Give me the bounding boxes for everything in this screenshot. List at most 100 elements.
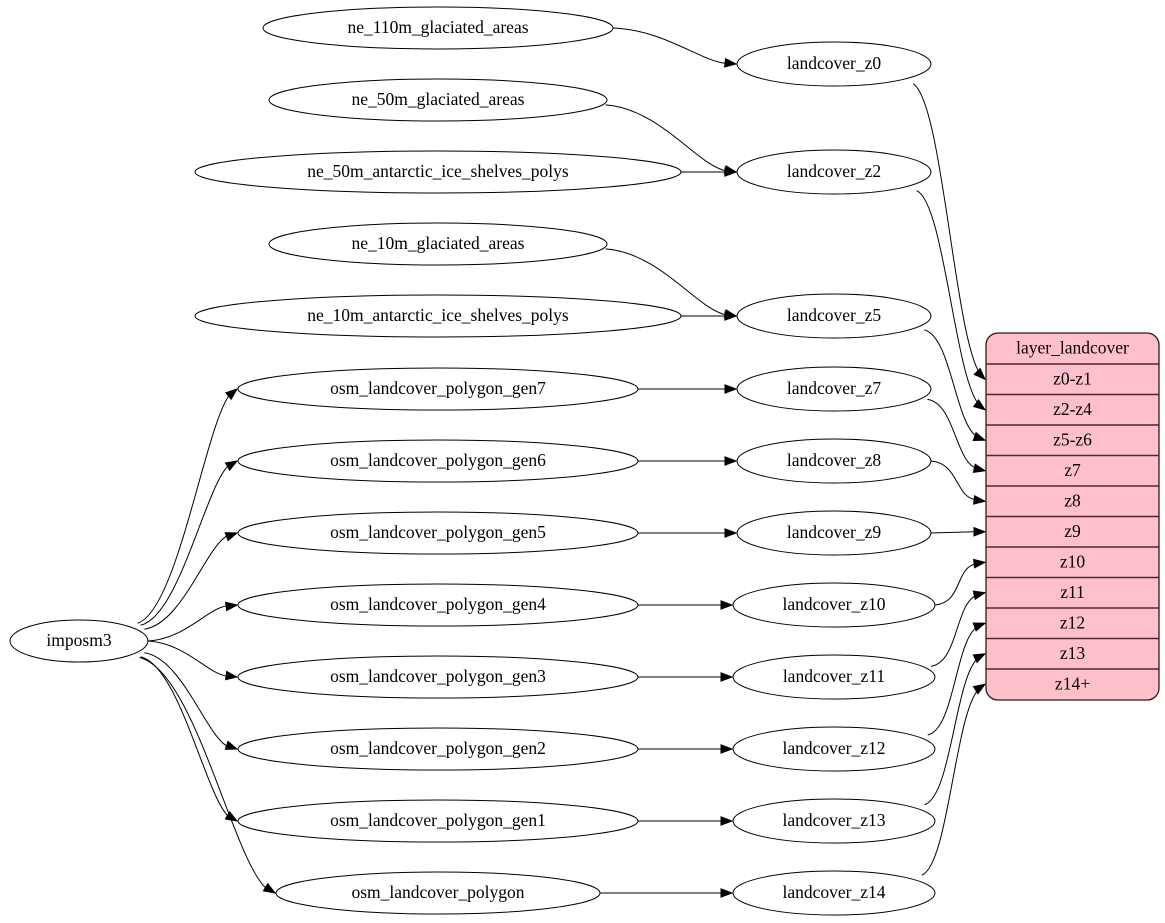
edge-lc_z7-to-z7 bbox=[927, 398, 979, 470]
source-node-ne50_ice[interactable]: ne_50m_antarctic_ice_shelves_polys bbox=[194, 150, 682, 194]
edge-arrowhead bbox=[224, 740, 239, 750]
nodes-layer: imposm3 ne_110m_glaciated_areas ne_50m_gla… bbox=[9, 6, 936, 916]
middle-node-lc_z2[interactable]: landcover_z2 bbox=[736, 149, 932, 195]
middle-node-lc_z5[interactable]: landcover_z5 bbox=[736, 293, 932, 339]
edge-arrowhead bbox=[224, 670, 239, 681]
node-shape-ne50_ice bbox=[194, 150, 682, 194]
record-row-z11[interactable] bbox=[986, 578, 1159, 609]
edge-arrowhead bbox=[972, 398, 987, 411]
record-row-label-z0z1[interactable]: z0-z1 bbox=[1053, 368, 1092, 388]
edge-arrowhead bbox=[972, 653, 987, 664]
edge-imposm3-to-osm_gen5 bbox=[144, 534, 230, 630]
edge-lc_z13-to-z13 bbox=[924, 655, 982, 806]
node-shape-lc_z14 bbox=[732, 870, 936, 916]
record-row-label-z7[interactable]: z7 bbox=[1064, 460, 1081, 480]
source-node-ne10_ice[interactable]: ne_10m_antarctic_ice_shelves_polys bbox=[194, 294, 682, 338]
node-label-osm_gen7: osm_landcover_polygon_gen7 bbox=[330, 378, 546, 398]
node-label-ne50_gl: ne_50m_glaciated_areas bbox=[352, 89, 525, 109]
edge-imposm3-to-osm_poly bbox=[139, 657, 270, 892]
source-node-osm_gen5[interactable]: osm_landcover_polygon_gen5 bbox=[237, 511, 639, 555]
edge-imposm3-to-osm_gen3 bbox=[147, 640, 227, 677]
node-shape-lc_z8 bbox=[736, 438, 932, 484]
source-node-ne10_gl[interactable]: ne_10m_glaciated_areas bbox=[268, 222, 608, 266]
source-node-osm_gen3[interactable]: osm_landcover_polygon_gen3 bbox=[237, 655, 639, 699]
edge-imposm3-to-osm_gen2 bbox=[144, 652, 230, 748]
record-row-z14p[interactable] bbox=[986, 669, 1159, 700]
edge-arrowhead bbox=[972, 494, 987, 505]
record-row-z8[interactable] bbox=[986, 486, 1159, 517]
record-row-label-z9[interactable]: z9 bbox=[1064, 521, 1081, 541]
record-row-z9[interactable] bbox=[986, 517, 1159, 548]
edge-lc_z5-to-z5z6 bbox=[924, 329, 980, 439]
node-shape-ne10_gl bbox=[268, 222, 608, 266]
node-shape-osm_gen2 bbox=[237, 727, 639, 771]
edge-arrowhead bbox=[972, 622, 987, 632]
middle-node-lc_z13[interactable]: landcover_z13 bbox=[732, 798, 936, 844]
edge-ne50_gl-to-lc_z2 bbox=[605, 104, 727, 172]
edge-lc_z0-to-z0z1 bbox=[912, 83, 983, 378]
middle-node-lc_z11[interactable]: landcover_z11 bbox=[732, 654, 936, 700]
node-shape-osm_gen5 bbox=[237, 511, 639, 555]
node-label-lc_z14: landcover_z14 bbox=[782, 882, 885, 902]
edge-arrowhead bbox=[720, 888, 734, 898]
record-row-label-z10[interactable]: z10 bbox=[1060, 551, 1086, 571]
node-label-lc_z10: landcover_z10 bbox=[782, 594, 885, 614]
edge-arrowhead bbox=[724, 167, 738, 177]
record-row-z13[interactable] bbox=[986, 639, 1159, 670]
middle-node-lc_z7[interactable]: landcover_z7 bbox=[736, 366, 932, 412]
edge-lc_z11-to-z11 bbox=[931, 594, 979, 667]
source-node-osm_gen2[interactable]: osm_landcover_polygon_gen2 bbox=[237, 727, 639, 771]
source-node-osm_gen7[interactable]: osm_landcover_polygon_gen7 bbox=[237, 367, 639, 411]
record-row-label-z8[interactable]: z8 bbox=[1064, 490, 1081, 510]
node-label-ne50_ice: ne_50m_antarctic_ice_shelves_polys bbox=[307, 161, 569, 181]
node-label-imposm3: imposm3 bbox=[46, 630, 111, 650]
middle-node-lc_z12[interactable]: landcover_z12 bbox=[732, 726, 936, 772]
node-shape-lc_z0 bbox=[736, 41, 932, 87]
record-table-layer_landcover[interactable]: layer_landcover z0-z1 z2-z4 z5-z6 z7 z8 z9 z10 z… bbox=[985, 332, 1160, 701]
record-row-label-z5z6[interactable]: z5-z6 bbox=[1053, 429, 1092, 449]
node-label-lc_z11: landcover_z11 bbox=[783, 666, 885, 686]
record-row-z12[interactable] bbox=[986, 608, 1159, 639]
middle-node-lc_z14[interactable]: landcover_z14 bbox=[732, 870, 936, 916]
source-node-osm_poly[interactable]: osm_landcover_polygon bbox=[275, 871, 601, 915]
record-row-z10[interactable] bbox=[986, 547, 1159, 578]
node-label-osm_gen3: osm_landcover_polygon_gen3 bbox=[330, 666, 546, 686]
edge-ne10_gl-to-lc_z5 bbox=[605, 248, 727, 316]
node-shape-lc_z12 bbox=[732, 726, 936, 772]
edge-arrowhead bbox=[224, 460, 239, 472]
edge-arrowhead bbox=[724, 57, 738, 68]
middle-node-lc_z10[interactable]: landcover_z10 bbox=[732, 582, 936, 628]
node-label-ne10_gl: ne_10m_glaciated_areas bbox=[352, 233, 525, 253]
record-row-label-z13[interactable]: z13 bbox=[1060, 643, 1086, 663]
record-row-z5z6[interactable] bbox=[986, 425, 1159, 456]
record-row-label-z2z4[interactable]: z2-z4 bbox=[1053, 399, 1092, 419]
edge-arrowhead bbox=[972, 683, 987, 695]
record-row-z2z4[interactable] bbox=[986, 395, 1159, 426]
record-row-z7[interactable] bbox=[986, 456, 1159, 487]
source-node-osm_gen6[interactable]: osm_landcover_polygon_gen6 bbox=[237, 439, 639, 483]
edge-arrowhead bbox=[972, 590, 987, 601]
node-shape-osm_gen3 bbox=[237, 655, 639, 699]
edge-lc_z14-to-z14p bbox=[921, 686, 982, 876]
source-node-osm_gen4[interactable]: osm_landcover_polygon_gen4 bbox=[237, 583, 639, 627]
record-row-label-z12[interactable]: z12 bbox=[1060, 612, 1085, 632]
source-node-ne110_gl[interactable]: ne_110m_glaciated_areas bbox=[262, 6, 614, 50]
edge-lc_z9-to-z9 bbox=[930, 531, 975, 534]
middle-node-lc_z0[interactable]: landcover_z0 bbox=[736, 41, 932, 87]
node-shape-lc_z2 bbox=[736, 149, 932, 195]
record-header-label: layer_landcover bbox=[1016, 338, 1129, 358]
source-node-imposm3[interactable]: imposm3 bbox=[9, 619, 149, 663]
node-label-lc_z0: landcover_z0 bbox=[787, 53, 882, 73]
record-row-z0z1[interactable] bbox=[986, 364, 1159, 395]
edge-arrowhead bbox=[972, 431, 987, 441]
record-row-label-z14p[interactable]: z14+ bbox=[1055, 673, 1090, 693]
record-row-label-z11[interactable]: z11 bbox=[1060, 582, 1085, 602]
middle-node-lc_z8[interactable]: landcover_z8 bbox=[736, 438, 932, 484]
edge-arrowhead bbox=[720, 672, 734, 682]
node-shape-lc_z10 bbox=[732, 582, 936, 628]
source-node-osm_gen1[interactable]: osm_landcover_polygon_gen1 bbox=[237, 799, 639, 843]
node-label-lc_z7: landcover_z7 bbox=[787, 378, 882, 398]
middle-node-lc_z9[interactable]: landcover_z9 bbox=[736, 510, 932, 556]
source-node-ne50_gl[interactable]: ne_50m_glaciated_areas bbox=[268, 78, 608, 122]
